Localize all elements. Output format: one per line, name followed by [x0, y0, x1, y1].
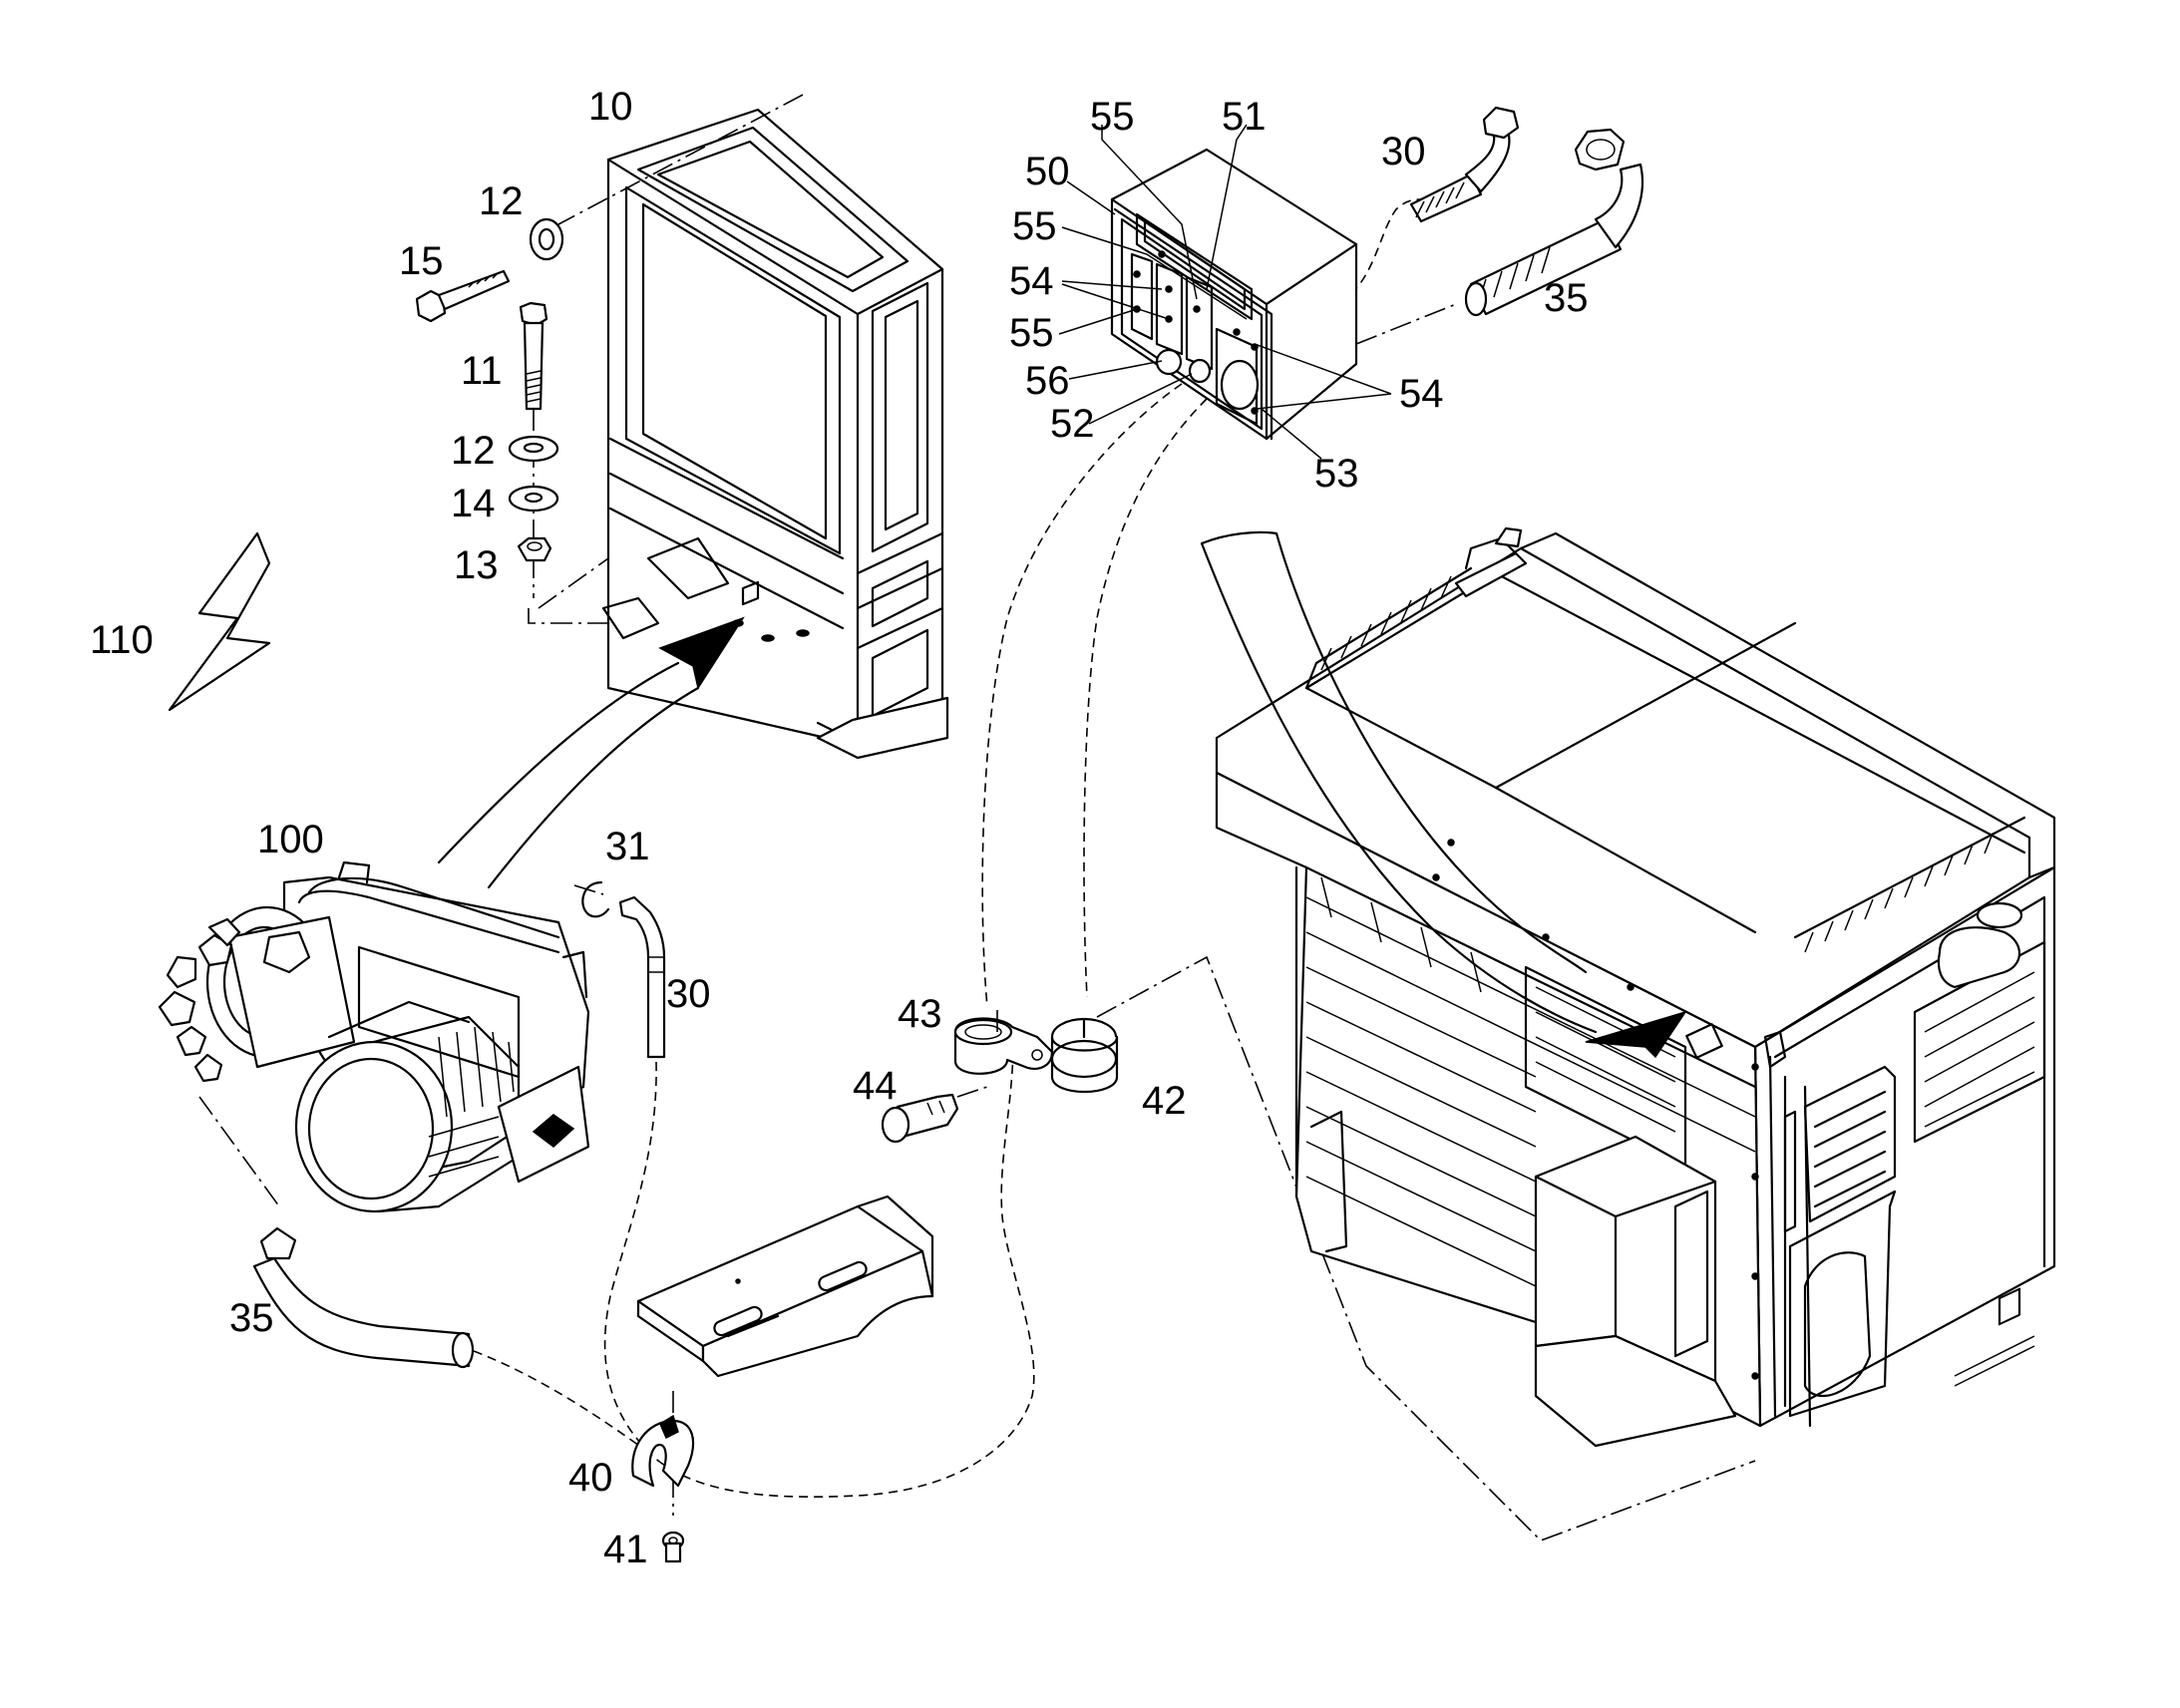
label-53: 53 [1314, 452, 1359, 496]
screw-44 [881, 1093, 959, 1144]
label-12-top: 12 [479, 179, 524, 223]
cabinet-10 [601, 108, 949, 760]
label-30-upper: 30 [1381, 130, 1426, 173]
label-13: 13 [454, 543, 499, 587]
clamp-43 [953, 1017, 1054, 1075]
label-55-mid: 55 [1012, 204, 1057, 248]
label-31: 31 [605, 825, 650, 868]
label-15: 15 [399, 239, 444, 283]
nut-13 [517, 536, 552, 562]
transfer-arrow-machine [1200, 530, 1598, 1034]
hose-35-upper [1464, 128, 1644, 317]
label-11: 11 [461, 349, 503, 393]
label-54-right: 54 [1399, 372, 1444, 416]
lightning-icon [168, 531, 271, 712]
label-10: 10 [588, 85, 633, 129]
hose-35-lower [252, 1226, 475, 1369]
label-44: 44 [853, 1064, 898, 1108]
screw-41 [661, 1531, 685, 1563]
label-56: 56 [1025, 359, 1070, 403]
label-100: 100 [257, 818, 324, 861]
hose-30-upper [1409, 106, 1520, 223]
clamp-42 [1050, 1017, 1119, 1093]
washer-12-lower [508, 435, 559, 463]
label-110: 110 [90, 618, 154, 662]
label-52: 52 [1050, 402, 1095, 446]
bolt-15 [415, 269, 511, 323]
label-43: 43 [898, 992, 942, 1036]
transfer-arrow-cabinet [437, 616, 745, 889]
label-51: 51 [1222, 95, 1267, 139]
leader-lines [1058, 124, 1392, 460]
clamp-40 [631, 1414, 695, 1488]
part-labels: 10 12 15 11 12 14 13 110 100 31 30 35 40… [90, 85, 1589, 1571]
bolt-11 [519, 301, 548, 411]
hose-30-lower [618, 895, 666, 1059]
label-40: 40 [568, 1456, 613, 1500]
label-50: 50 [1025, 150, 1070, 193]
washer-12-top [529, 217, 564, 261]
label-35-upper: 35 [1544, 276, 1589, 320]
machine-enclosure [1215, 526, 2056, 1448]
label-54-left: 54 [1009, 259, 1054, 303]
label-12-lower: 12 [451, 429, 496, 473]
washer-14 [508, 485, 559, 512]
label-41: 41 [603, 1528, 648, 1571]
label-30-lower: 30 [666, 972, 711, 1016]
clip-31 [581, 880, 610, 918]
label-55-low: 55 [1009, 311, 1054, 355]
compressor-unit-100 [158, 860, 590, 1213]
label-35-lower: 35 [229, 1296, 274, 1340]
bracket [636, 1195, 934, 1378]
label-55-top: 55 [1090, 95, 1135, 139]
label-14: 14 [451, 482, 496, 525]
label-42: 42 [1142, 1079, 1187, 1123]
